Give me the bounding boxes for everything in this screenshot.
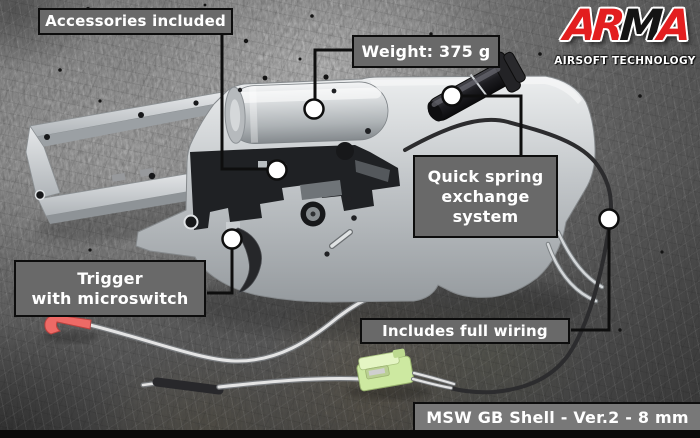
callout-line-wiring [571,227,611,332]
callout-text-line: Quick spring [427,166,544,186]
brand-letter: M [618,1,660,51]
brand-logo: ARMA AIRSOFT TECHNOLOGY [554,1,696,67]
fuse-sleeve-wire [140,375,365,395]
front-shell-frame [25,91,229,224]
red-connector [44,314,92,335]
callout-label-accessories: Accessories included [38,8,233,35]
shell-holes [148,87,371,257]
callout-label-weight: Weight: 375 g [352,35,500,68]
callout-dot-trigger [221,228,243,250]
brand-letter: A [562,1,594,51]
battery-connector-green [356,348,415,392]
callout-dot-wiring [598,208,620,230]
brand-letter: A [656,1,689,51]
model-plate-text: MSW GB Shell - Ver.2 - 8 mm [426,407,689,427]
brand-wordmark: ARMA [554,1,696,54]
trigger [226,222,262,294]
wire-to-red-connector [87,285,395,364]
interior-mechanism [190,145,400,230]
callout-line-trigger [207,247,234,295]
model-plate: MSW GB Shell - Ver.2 - 8 mm [413,402,700,432]
callout-text: Accessories included [45,12,226,31]
callout-text-line: system [452,206,519,226]
callout-dots [221,85,620,250]
callout-label-wiring: Includes full wiring [360,318,570,344]
bottom-black-bar [0,430,700,438]
brand-letter: R [590,1,622,51]
callout-label-trigger: Trigger with microswitch [14,260,206,317]
callout-text-line: Trigger [77,268,143,288]
callout-text-line: exchange [441,186,530,206]
callout-dot-weight [303,98,325,120]
callout-dot-quick-spring [441,85,463,107]
callout-label-quick-spring: Quick spring exchange system [413,155,558,238]
callout-line-accessories [220,34,268,171]
callout-text: Includes full wiring [382,321,548,340]
brand-tagline: AIRSOFT TECHNOLOGY [554,55,696,67]
callout-text-line: with microswitch [31,288,189,308]
callout-text: Weight: 375 g [361,41,491,61]
callout-line-weight [313,48,352,101]
callout-lines [207,34,611,332]
connector-lead-wires [411,371,456,390]
callout-line-quick-spring [461,94,523,156]
callout-dot-accessories [266,159,288,181]
gearbox-shell [135,75,605,304]
